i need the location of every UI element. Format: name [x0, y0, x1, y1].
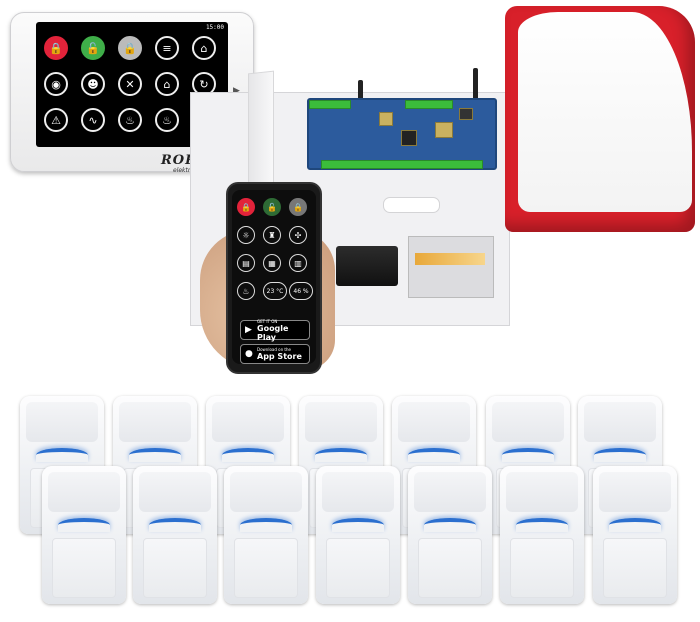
thermometer-icon[interactable]: ♨: [118, 108, 142, 132]
gate-icon: ▥: [289, 254, 307, 272]
sensor-led: [240, 518, 292, 532]
sensor-led: [609, 518, 661, 532]
list-icon[interactable]: ≡: [155, 36, 179, 60]
partial-lock-icon[interactable]: 🔒: [118, 36, 142, 60]
unlock-icon[interactable]: 🔓: [81, 36, 105, 60]
tools-icon[interactable]: ✕: [118, 72, 142, 96]
lock-icon: 🔒: [237, 198, 255, 216]
sensor-led: [502, 448, 554, 462]
sensor-led: [315, 448, 367, 462]
sensor-led: [424, 518, 476, 532]
expansion-module: [408, 236, 494, 298]
fan-icon: ✣: [289, 226, 307, 244]
unlock-icon: 🔓: [263, 198, 281, 216]
smartphone: 🔒 🔓 🔒 ☼ ♜ ✣ ▤ ▦ ▥ ♨ 23 °C 46 % ▶ GET IT …: [226, 182, 322, 374]
house-settings-icon[interactable]: ⌂: [155, 72, 179, 96]
phone-icon-grid: 🔒 🔓 🔒 ☼ ♜ ✣ ▤ ▦ ▥ ♨ 23 °C 46 %: [237, 198, 315, 338]
thermostat-icon: ♨: [237, 282, 255, 300]
sensor-led: [129, 448, 181, 462]
motion-sensor: [500, 466, 584, 604]
siren-cover: [518, 12, 692, 212]
sensor-led: [332, 518, 384, 532]
app-store-badge[interactable]: ● Download on the App Store: [240, 344, 310, 364]
blinds-icon: ▤: [237, 254, 255, 272]
sensor-led: [58, 518, 110, 532]
backup-battery: [336, 246, 398, 286]
temperature-readout: 23 °C: [263, 282, 287, 300]
keypad-icon-grid: 🔒🔓🔒≡⌂◉☻✕⌂↻⚠∿♨♨i: [44, 36, 229, 144]
humidity-readout: 46 %: [289, 282, 313, 300]
home-icon[interactable]: ⌂: [192, 36, 216, 60]
brand-logo-sub: elektronik: [173, 167, 203, 174]
enclosure-cutout: [383, 197, 440, 213]
sensor-led: [222, 448, 274, 462]
google-play-icon: ▶: [245, 325, 252, 335]
users-icon[interactable]: ☻: [81, 72, 105, 96]
camera-icon[interactable]: ◉: [44, 72, 68, 96]
light-bulb-icon: ☼: [237, 226, 255, 244]
sensor-led: [149, 518, 201, 532]
phone-screen: 🔒 🔓 🔒 ☼ ♜ ✣ ▤ ▦ ▥ ♨ 23 °C 46 % ▶ GET IT …: [232, 190, 316, 364]
lock-icon[interactable]: 🔒: [44, 36, 68, 60]
thermostat-icon[interactable]: ♨: [155, 108, 179, 132]
motion-sensor: [408, 466, 492, 604]
apple-icon: ●: [245, 349, 253, 359]
chevron-right-icon: ▶: [233, 86, 240, 96]
motion-sensor: [316, 466, 400, 604]
sensor-led: [594, 448, 646, 462]
chart-icon[interactable]: ∿: [81, 108, 105, 132]
alert-icon[interactable]: ⚠: [44, 108, 68, 132]
partial-lock-icon: 🔒: [289, 198, 307, 216]
sensor-led: [408, 448, 460, 462]
keypad-clock: 15:00: [205, 24, 224, 31]
google-play-badge[interactable]: ▶ GET IT ON Google Play: [240, 319, 310, 342]
motion-sensor: [42, 466, 126, 604]
motion-sensor: [593, 466, 677, 604]
antenna-left: [358, 80, 363, 110]
sensor-led: [516, 518, 568, 532]
main-circuit-board: [307, 98, 497, 170]
lamp-icon: ♜: [263, 226, 281, 244]
motion-sensor: [224, 466, 308, 604]
keypad-screen: 15:00 🔒🔓🔒≡⌂◉☻✕⌂↻⚠∿♨♨i: [36, 22, 228, 147]
sensor-led: [36, 448, 88, 462]
antenna-right: [473, 68, 478, 106]
garage-icon: ▦: [263, 254, 281, 272]
motion-sensor: [133, 466, 217, 604]
